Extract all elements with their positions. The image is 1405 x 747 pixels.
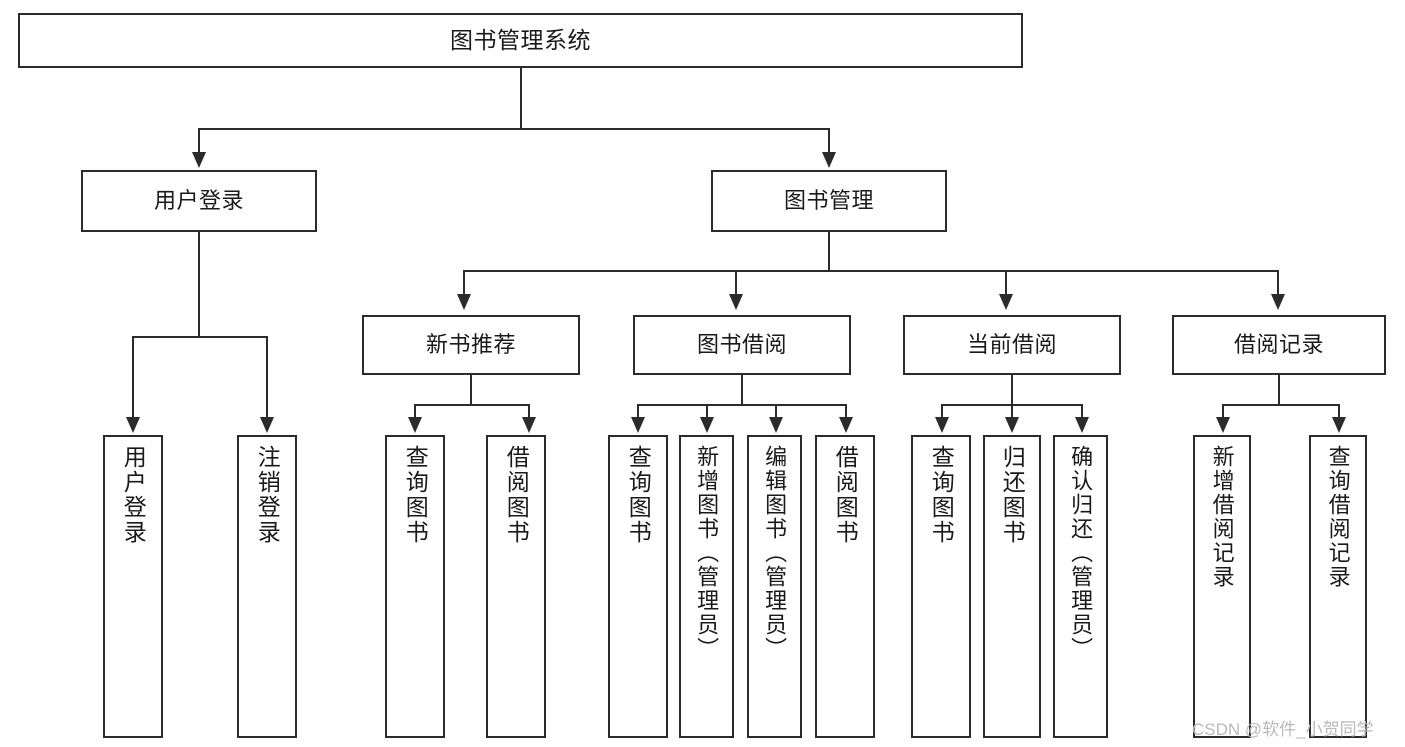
connector-book-borrow-leaf3	[775, 404, 777, 419]
connector-book-borrow-bus	[637, 404, 845, 406]
node-label: 借阅图书	[503, 445, 530, 545]
node-label: 查询图书	[402, 445, 429, 545]
arrow-user-login-leaf1	[126, 417, 140, 433]
arrow-to-book-borrow	[729, 294, 743, 310]
arrow-book-borrow-leaf4	[839, 417, 853, 433]
node-label: 归还图书	[999, 445, 1026, 545]
node-label: 新增借阅记录	[1209, 445, 1235, 589]
node-label: 确认归还（管理员）	[1068, 445, 1094, 661]
connector-borrow-record-stem	[1278, 375, 1280, 404]
node-label: 当前借阅	[966, 331, 1057, 357]
connector-book-borrow-stem	[741, 375, 743, 404]
connector-to-borrow-record	[1277, 270, 1279, 296]
node-label: 查询借阅记录	[1325, 445, 1351, 589]
arrow-borrow-record-leaf2	[1332, 417, 1346, 433]
leaf-borrow-book[interactable]: 借阅图书	[815, 435, 875, 738]
connector-to-current-borrow	[1005, 270, 1007, 296]
leaf-add-borrow-record[interactable]: 新增借阅记录	[1193, 435, 1251, 738]
connector-to-user-login	[198, 128, 200, 154]
leaf-user-login[interactable]: 用户登录	[103, 435, 163, 738]
arrow-book-borrow-leaf3	[769, 417, 783, 433]
arrow-current-borrow-leaf1	[935, 417, 949, 433]
node-label: 借阅记录	[1233, 331, 1324, 357]
node-label: 查询图书	[625, 445, 652, 545]
connector-book-mgmt-stem	[828, 232, 830, 270]
leaf-query-book-borrow[interactable]: 查询图书	[608, 435, 668, 738]
leaf-query-borrow-record[interactable]: 查询借阅记录	[1309, 435, 1367, 738]
node-book-borrow[interactable]: 图书借阅	[633, 315, 851, 375]
connector-new-book-bus	[414, 404, 528, 406]
arrow-current-borrow-leaf3	[1075, 417, 1089, 433]
leaf-confirm-return-admin[interactable]: 确认归还（管理员）	[1053, 435, 1108, 738]
node-label: 新书推荐	[425, 331, 516, 357]
connector-current-borrow-leaf2	[1011, 404, 1013, 419]
arrow-current-borrow-leaf2	[1005, 417, 1019, 433]
connector-root-bus	[198, 128, 830, 130]
connector-new-book-leaf2	[528, 404, 530, 419]
connector-user-login-leaf1	[132, 336, 134, 419]
leaf-query-book-current[interactable]: 查询图书	[911, 435, 971, 738]
node-current-borrow[interactable]: 当前借阅	[903, 315, 1121, 375]
arrow-borrow-record-leaf1	[1216, 417, 1230, 433]
arrow-user-login-leaf2	[260, 417, 274, 433]
node-label: 用户登录	[120, 445, 147, 545]
arrow-book-borrow-leaf2	[700, 417, 714, 433]
connector-borrow-record-leaf2	[1338, 404, 1340, 419]
node-label: 借阅图书	[832, 445, 859, 545]
connector-user-login-leaf2	[266, 336, 268, 419]
node-user-login[interactable]: 用户登录	[81, 170, 317, 232]
arrow-new-book-leaf1	[408, 417, 422, 433]
arrow-to-borrow-record	[1271, 294, 1285, 310]
connector-borrow-record-bus	[1222, 404, 1338, 406]
node-label: 查询图书	[928, 445, 955, 545]
connector-to-book-borrow	[735, 270, 737, 296]
connector-borrow-record-leaf1	[1222, 404, 1224, 419]
node-new-book-recommend[interactable]: 新书推荐	[362, 315, 580, 375]
node-label: 注销登录	[254, 445, 281, 545]
connector-to-new-book	[463, 270, 465, 296]
connector-root-stem	[520, 68, 522, 128]
node-label: 图书管理系统	[450, 26, 591, 53]
connector-book-borrow-leaf2	[706, 404, 708, 419]
arrow-to-new-book	[457, 294, 471, 310]
leaf-borrow-book-recommend[interactable]: 借阅图书	[486, 435, 546, 738]
arrow-new-book-leaf2	[522, 417, 536, 433]
leaf-query-book-recommend[interactable]: 查询图书	[385, 435, 445, 738]
node-label: 新增图书（管理员）	[694, 445, 720, 661]
arrow-to-current-borrow	[999, 294, 1013, 310]
leaf-return-book[interactable]: 归还图书	[983, 435, 1041, 738]
leaf-add-book-admin[interactable]: 新增图书（管理员）	[679, 435, 734, 738]
arrow-book-borrow-leaf1	[631, 417, 645, 433]
node-label: 图书管理	[783, 187, 874, 213]
connector-user-login-stem	[198, 232, 200, 336]
arrow-to-user-login	[192, 152, 206, 168]
node-root-system[interactable]: 图书管理系统	[18, 13, 1023, 68]
leaf-logout[interactable]: 注销登录	[237, 435, 297, 738]
connector-user-login-bus	[132, 336, 266, 338]
connector-book-borrow-leaf4	[845, 404, 847, 419]
connector-new-book-leaf1	[414, 404, 416, 419]
connector-to-book-mgmt	[828, 128, 830, 154]
node-borrow-record[interactable]: 借阅记录	[1172, 315, 1386, 375]
connector-book-mgmt-bus	[463, 270, 1277, 272]
node-book-management[interactable]: 图书管理	[711, 170, 947, 232]
connector-current-borrow-stem	[1011, 375, 1013, 404]
leaf-edit-book-admin[interactable]: 编辑图书（管理员）	[747, 435, 802, 738]
node-label: 用户登录	[153, 187, 244, 213]
connector-book-borrow-leaf1	[637, 404, 639, 419]
connector-current-borrow-leaf1	[941, 404, 943, 419]
connector-current-borrow-leaf3	[1081, 404, 1083, 419]
node-label: 编辑图书（管理员）	[762, 445, 788, 661]
connector-new-book-stem	[470, 375, 472, 404]
node-label: 图书借阅	[696, 331, 787, 357]
arrow-to-book-mgmt	[822, 152, 836, 168]
